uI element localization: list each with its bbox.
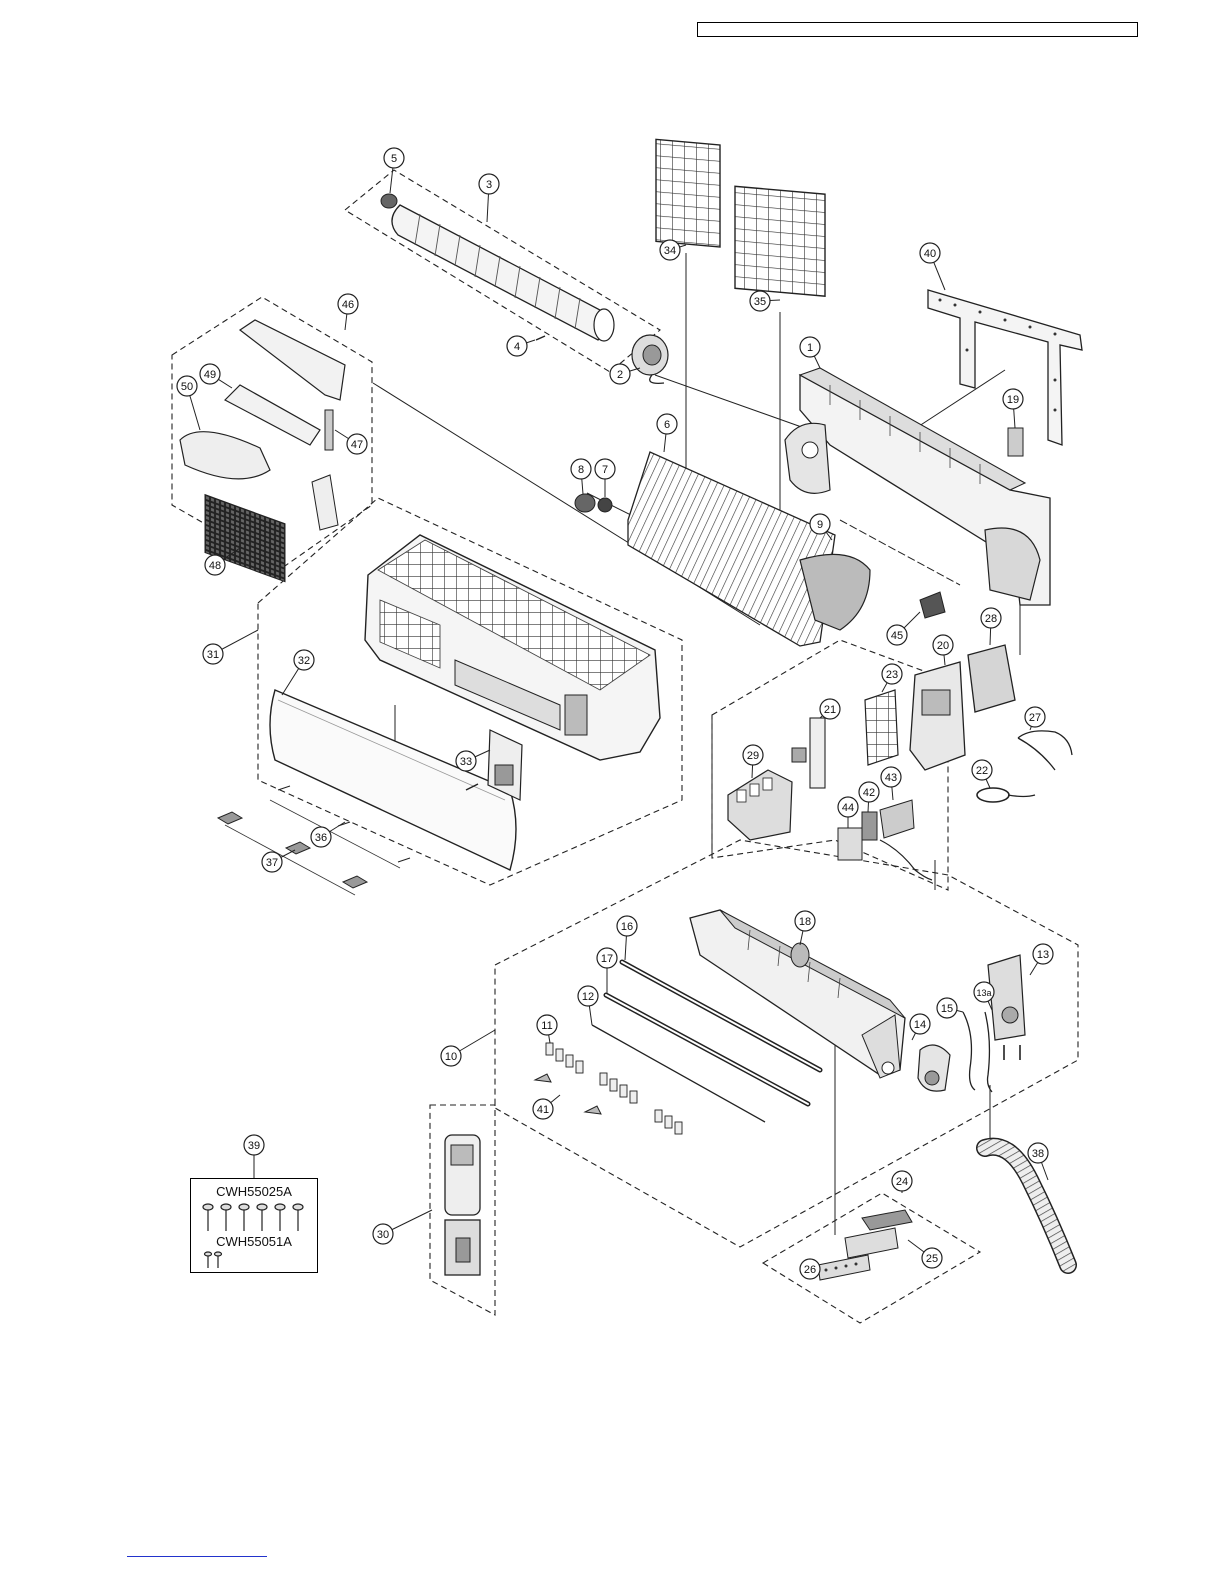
callout-label-17: 17 bbox=[601, 953, 613, 965]
callout-label-50: 50 bbox=[181, 381, 193, 393]
crossflow-fan-assembly bbox=[381, 194, 668, 383]
callout-label-33: 33 bbox=[460, 756, 472, 768]
callout-label-13: 13 bbox=[1037, 949, 1049, 961]
air-filters bbox=[656, 139, 825, 296]
callout-label-24: 24 bbox=[896, 1176, 908, 1188]
callout-label-35: 35 bbox=[754, 296, 766, 308]
callout-label-8: 8 bbox=[578, 464, 584, 476]
callout-label-47: 47 bbox=[351, 439, 363, 451]
callout-label-22: 22 bbox=[976, 765, 988, 777]
callout-label-44: 44 bbox=[842, 802, 854, 814]
screw-set-box: CWH55025A CWH55051A bbox=[190, 1178, 318, 1273]
callout-label-4: 4 bbox=[514, 341, 520, 353]
callout-label-43: 43 bbox=[885, 772, 897, 784]
screw-code-a: CWH55025A bbox=[191, 1184, 317, 1199]
indicator-parts bbox=[818, 1210, 912, 1280]
callout-label-37: 37 bbox=[266, 857, 278, 869]
installation-plate bbox=[928, 290, 1082, 445]
remote-control-parts bbox=[445, 1135, 480, 1275]
callout-label-40: 40 bbox=[924, 248, 936, 260]
callout-label-1: 1 bbox=[807, 342, 813, 354]
callout-label-49: 49 bbox=[204, 369, 216, 381]
callout-label-42: 42 bbox=[863, 787, 875, 799]
callout-label-39: 39 bbox=[248, 1140, 260, 1152]
callout-label-10: 10 bbox=[445, 1051, 457, 1063]
callout-label-21: 21 bbox=[824, 704, 836, 716]
callout-label-38: 38 bbox=[1032, 1148, 1044, 1160]
callout-label-13a: 13a bbox=[976, 988, 991, 998]
callout-label-25: 25 bbox=[926, 1253, 938, 1265]
callout-label-12: 12 bbox=[582, 991, 594, 1003]
callout-label-48: 48 bbox=[209, 560, 221, 572]
front-grille bbox=[365, 535, 660, 760]
callout-label-28: 28 bbox=[985, 613, 997, 625]
callout-label-11: 11 bbox=[541, 1020, 552, 1032]
front-panel bbox=[270, 690, 516, 870]
electronics-parts bbox=[728, 592, 1015, 880]
callout-label-34: 34 bbox=[664, 245, 676, 257]
discharge-grille-parts bbox=[535, 910, 905, 1134]
callout-label-7: 7 bbox=[602, 464, 608, 476]
group-outline-electronics bbox=[712, 640, 948, 890]
screw-icons-row-b bbox=[191, 1250, 319, 1272]
air-guide-parts bbox=[180, 320, 345, 582]
callout-label-14: 14 bbox=[914, 1019, 926, 1031]
group-outline-discharge-grille bbox=[495, 840, 1078, 1247]
callout-label-26: 26 bbox=[804, 1264, 816, 1276]
callout-label-27: 27 bbox=[1029, 712, 1041, 724]
callout-label-6: 6 bbox=[664, 419, 670, 431]
callout-label-41: 41 bbox=[537, 1104, 549, 1116]
callout-label-23: 23 bbox=[886, 669, 898, 681]
group-outline-indicator bbox=[763, 1193, 980, 1323]
footer-link-underline[interactable] bbox=[127, 1556, 267, 1557]
callout-label-15: 15 bbox=[941, 1003, 953, 1015]
callout-label-32: 32 bbox=[298, 655, 310, 667]
screw-code-b: CWH55051A bbox=[191, 1234, 317, 1249]
callout-label-2: 2 bbox=[617, 369, 623, 381]
callout-label-45: 45 bbox=[891, 630, 903, 642]
callout-label-18: 18 bbox=[799, 916, 811, 928]
callout-label-16: 16 bbox=[621, 921, 633, 933]
callout-label-5: 5 bbox=[391, 153, 397, 165]
callout-label-30: 30 bbox=[377, 1229, 389, 1241]
callout-label-9: 9 bbox=[817, 519, 823, 531]
stepping-motor-parts bbox=[918, 955, 1025, 1092]
callout-label-20: 20 bbox=[937, 640, 949, 652]
callout-label-46: 46 bbox=[342, 299, 354, 311]
callout-label-29: 29 bbox=[747, 750, 759, 762]
callout-label-19: 19 bbox=[1007, 394, 1019, 406]
callout-label-3: 3 bbox=[486, 179, 492, 191]
callout-label-36: 36 bbox=[315, 832, 327, 844]
callout-label-31: 31 bbox=[207, 649, 219, 661]
drain-hose bbox=[985, 1147, 1068, 1265]
